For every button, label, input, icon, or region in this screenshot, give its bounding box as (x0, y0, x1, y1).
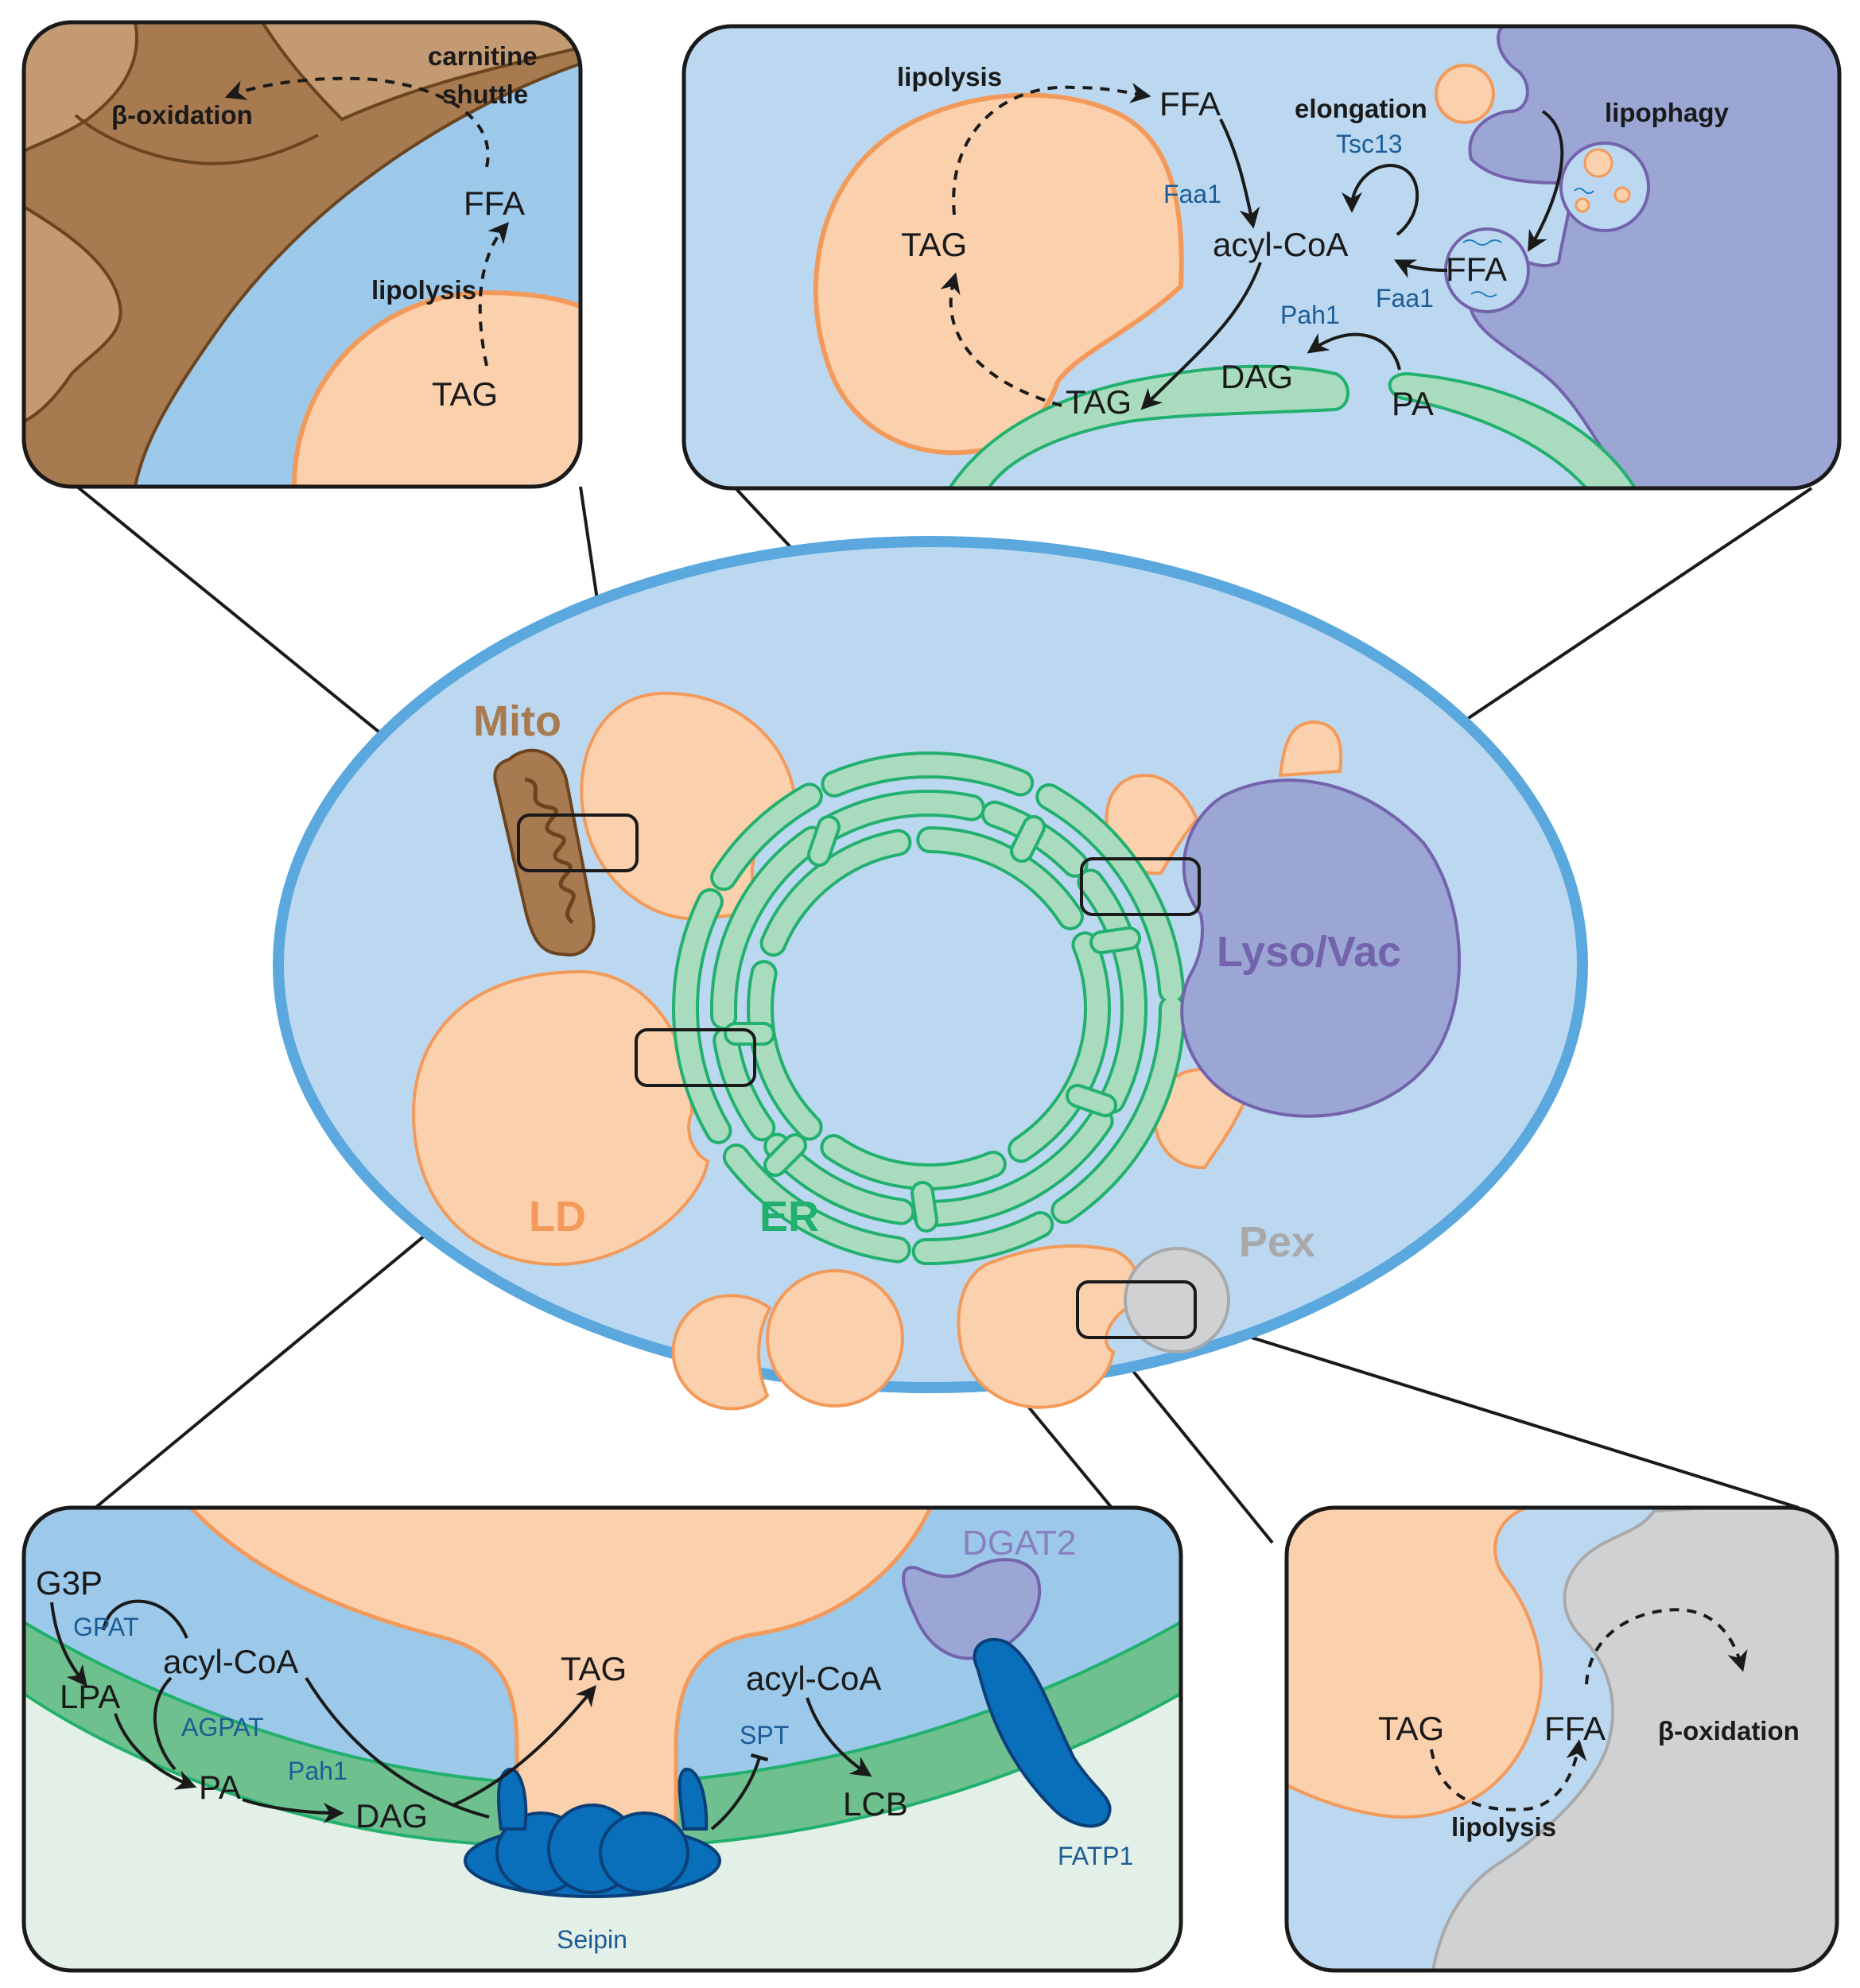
label-tag-er-vac: TAG (1066, 383, 1132, 421)
label-ffa-pex: FFA (1544, 1710, 1606, 1747)
label-pex: Pex (1239, 1218, 1315, 1266)
solid-arrow-icon (1307, 332, 1401, 371)
label-pa-er: PA (199, 1769, 241, 1806)
label-lipophagy: lipophagy (1605, 98, 1729, 127)
endoplasmic-reticulum (672, 751, 1186, 1265)
label-acyl-coa-er-right: acyl-CoA (746, 1660, 881, 1697)
mitochondrion (493, 748, 596, 957)
label-acyl-coa-vac: acyl-CoA (1213, 226, 1348, 263)
label-beta-oxidation-pex: β-oxidation (1658, 1716, 1800, 1745)
label-tag-er: TAG (561, 1650, 627, 1687)
label-elongation: elongation (1295, 94, 1427, 123)
solid-arrow-icon (1342, 164, 1419, 236)
label-tag-mito: TAG (432, 375, 498, 413)
label-tsc13: Tsc13 (1336, 130, 1403, 158)
er-panel: DGAT2 G3P GPAT acyl-CoA LPA AGPAT Pah1 P… (21, 1505, 1183, 1973)
label-mito: Mito (473, 697, 561, 745)
label-er: ER (759, 1193, 819, 1241)
zoom-boxes (517, 813, 1201, 1339)
dashed-arrow-icon (940, 272, 1062, 407)
seipin-protein (464, 1767, 721, 1898)
solid-arrow-icon (50, 1602, 87, 1687)
dashed-arrow-icon (1430, 1739, 1587, 1811)
lipid-droplet-small (1278, 720, 1343, 778)
solid-arrow-icon (1140, 262, 1262, 410)
solid-arrow-icon (1528, 110, 1564, 252)
solid-arrow-icon (806, 1697, 872, 1777)
fatp1-protein (973, 1637, 1112, 1828)
dashed-arrow-icon (952, 83, 1151, 215)
label-ffa-vac-top: FFA (1159, 85, 1221, 122)
zoom-box-pex (1076, 1280, 1197, 1339)
zoom-box-vacuole (1080, 857, 1201, 916)
solid-arrow-icon (102, 1599, 188, 1639)
zoom-box-mito (517, 813, 639, 872)
lysosome-vacuole (1180, 779, 1461, 1118)
label-tag-pex: TAG (1378, 1710, 1444, 1747)
pex-panel: TAG FFA β-oxidation lipolysis (1284, 1505, 1839, 1973)
label-lipolysis-mito: lipolysis (371, 275, 476, 305)
label-lipolysis-pex: lipolysis (1451, 1812, 1556, 1842)
peroxisome (1124, 1247, 1230, 1353)
label-pah1-er: Pah1 (288, 1757, 348, 1785)
dashed-arrow-icon (478, 222, 510, 367)
label-seipin: Seipin (557, 1925, 627, 1954)
label-lpa: LPA (60, 1678, 120, 1715)
solid-arrow-icon (153, 1676, 177, 1771)
label-shuttle: shuttle (442, 80, 528, 109)
solid-arrow-icon (452, 1684, 596, 1807)
lipid-droplets (411, 691, 1343, 1411)
label-faa1-right: Faa1 (1376, 284, 1434, 313)
label-lyso-vac: Lyso/Vac (1217, 928, 1401, 976)
label-fatp1: FATP1 (1058, 1842, 1133, 1870)
lipid-droplet-bottom-1 (671, 1294, 772, 1411)
label-g3p: G3P (36, 1564, 103, 1602)
solid-arrow-icon (1394, 259, 1448, 278)
label-pah1-vac: Pah1 (1280, 301, 1340, 329)
label-ffa-mito: FFA (464, 184, 525, 222)
label-faa1-left: Faa1 (1163, 180, 1221, 208)
dashed-arrow-icon (224, 76, 490, 168)
label-lcb: LCB (843, 1785, 908, 1823)
dgat2-protein (902, 1558, 1042, 1660)
zoom-box-er (635, 1028, 756, 1087)
label-acyl-coa-er-left: acyl-CoA (163, 1643, 298, 1680)
solid-arrow-icon (1219, 118, 1260, 229)
label-dag-vac: DAG (1221, 358, 1293, 395)
solid-arrow-icon (242, 1798, 344, 1823)
label-dgat2: DGAT2 (962, 1524, 1076, 1563)
label-lipolysis-vac: lipolysis (897, 62, 1002, 91)
label-pa-vac: PA (1392, 385, 1434, 422)
label-ld: LD (529, 1193, 586, 1241)
label-carnitine: carnitine (428, 41, 538, 71)
label-spt: SPT (740, 1721, 789, 1749)
label-beta-oxidation-mito: β-oxidation (111, 100, 253, 130)
mito-panel: carnitine shuttle β-oxidation FFA lipoly… (21, 20, 583, 489)
solid-arrow-icon (114, 1713, 197, 1790)
dashed-arrow-icon (1585, 1608, 1748, 1685)
solid-arrow-icon (305, 1676, 490, 1819)
cell: Mito Lyso/Vac LD ER Pex (273, 536, 1588, 1411)
lipid-droplet-bottom-2 (766, 1269, 904, 1408)
lipid-droplet-near-pex (957, 1244, 1140, 1409)
label-tag-ld-vac: TAG (901, 226, 967, 263)
lipid-droplet-LD (411, 969, 710, 1267)
label-agpat: AGPAT (181, 1713, 264, 1741)
vacuole-panel: lipolysis FFA elongation Tsc13 lipophagy… (681, 24, 1842, 491)
label-gpat: GPAT (73, 1613, 138, 1641)
label-dag-er: DAG (355, 1797, 428, 1835)
inhibition-arrow-icon (710, 1753, 769, 1831)
label-ffa-vac-right: FFA (1446, 250, 1507, 288)
